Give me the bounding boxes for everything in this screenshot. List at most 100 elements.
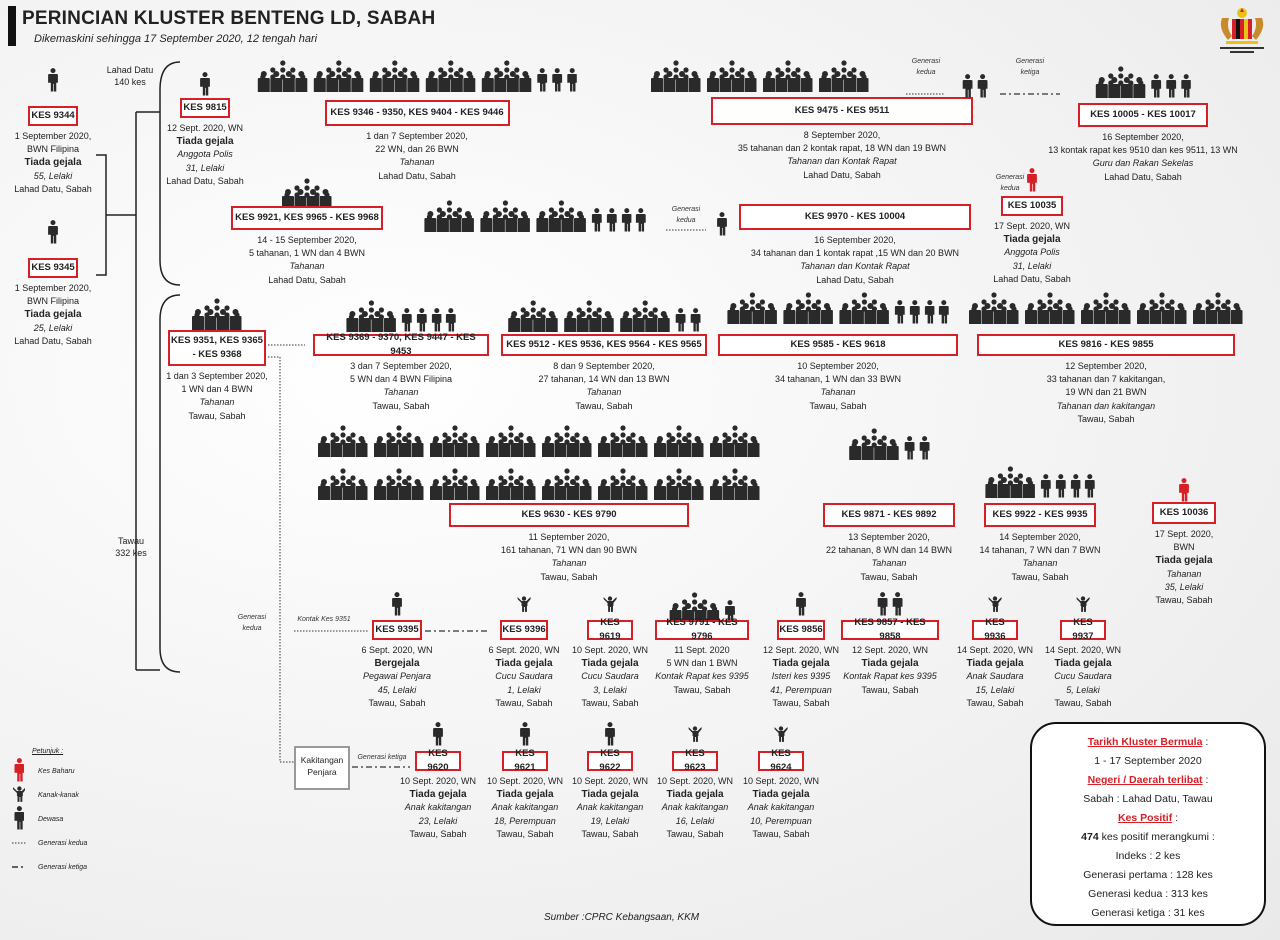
person-icon — [717, 212, 728, 241]
case-detail-line: 23, Lelaki — [418, 815, 458, 826]
summary-row: Generasi kedua : 313 kes — [1088, 888, 1208, 900]
case-detail-line: 11 Sept. 2020 — [674, 645, 730, 655]
case-label-box: KES 9475 - KES 9511 — [711, 97, 973, 125]
summary-heading-region: Negeri / Daerah terlibat — [1087, 774, 1203, 786]
case-detail-line: BWN Filipina — [26, 296, 80, 307]
case-label-box: KES 9624 — [758, 748, 804, 773]
legend-item: Generasi kedua — [10, 831, 87, 855]
case-details: 11 September 2020,161 tahanan, 71 WN dan… — [501, 531, 637, 584]
crowd-icon — [373, 468, 425, 505]
case-icons — [1027, 168, 1038, 197]
case-label-box: KES 9622 — [587, 748, 633, 773]
case-icons — [200, 72, 211, 101]
case-detail-line: Tawau, Sabah — [1155, 595, 1213, 606]
crowd-icon — [485, 468, 537, 505]
crowd-icon — [313, 60, 365, 97]
case-detail-line: Tahanan — [1022, 558, 1058, 569]
case-detail-line: Tawau, Sabah — [673, 684, 731, 695]
page-subtitle: Dikemaskini sehingga 17 September 2020, … — [34, 33, 318, 45]
person-icon — [1070, 474, 1081, 503]
case-label-box: KES 10036 — [1152, 502, 1216, 524]
legend-item: Kanak-kanak — [10, 783, 87, 807]
case-detail-line: Kontak Rapat kes 9395 — [655, 671, 749, 682]
region-count: 140 kes — [114, 77, 146, 87]
case-label-box: KES 9344 — [28, 106, 78, 126]
case-detail-line: Lahad Datu, Sabah — [1104, 171, 1182, 182]
case-detail-line: 25, Lelaki — [33, 322, 73, 333]
case-label-box: KES 9369 - 9370, KES 9447 - KES 9453 — [313, 332, 489, 357]
gen-text: kedua — [676, 217, 696, 224]
case-detail-line: 41, Perempuan — [770, 684, 832, 695]
case-detail-line: Tawau, Sabah — [372, 400, 430, 411]
case-detail-line: Tiada gejala — [24, 309, 82, 321]
case-detail-line: 16 September 2020, — [814, 235, 896, 245]
crowd-icon — [535, 200, 587, 237]
summary-row: Indeks : 2 kes — [1115, 850, 1181, 862]
case-detail-line: Tawau, Sabah — [188, 410, 246, 421]
case-detail-line: Tahanan — [586, 387, 622, 398]
case-detail-line: Tawau, Sabah — [861, 684, 919, 695]
case-icons — [687, 726, 703, 747]
crowd-icon — [429, 468, 481, 505]
case-detail-line: 16, Lelaki — [675, 815, 715, 826]
case-detail-line: Tawau, Sabah — [1011, 571, 1069, 582]
summary-total-text: kes positif merangkumi : — [1098, 831, 1215, 843]
case-detail-line: 1 dan 3 September 2020, — [166, 371, 268, 381]
crowd-icon — [1095, 66, 1147, 103]
case-detail-line: Lahad Datu, Sabah — [378, 170, 456, 181]
case-detail-line: Tawau, Sabah — [575, 400, 633, 411]
region-name: Tawau — [117, 536, 144, 546]
person-icon — [919, 436, 930, 465]
case-detail-line: Tahanan — [289, 261, 325, 272]
case-detail-line: 1, Lelaki — [507, 684, 541, 695]
person-icon — [591, 208, 602, 237]
crowd-icon — [726, 292, 778, 329]
crowd-icon — [1080, 292, 1132, 329]
case-icons — [773, 726, 789, 747]
new-case-icon — [1027, 168, 1038, 197]
case-detail-line: Tiada gejala — [495, 658, 553, 670]
case-detail-line: 10 Sept. 2020, WN — [571, 776, 649, 786]
case-detail-line: Kontak Rapat kes 9395 — [843, 671, 937, 682]
case-detail-line: Tiada gejala — [1003, 234, 1061, 246]
crowd-icon — [1024, 292, 1076, 329]
person-icon — [446, 308, 457, 337]
summary-panel: Tarikh Kluster Bermula : 1 - 17 Septembe… — [1030, 722, 1266, 926]
case-label-box: KES 9619 — [587, 617, 633, 642]
case-detail-line: 19 WN dan 21 BWN — [1065, 387, 1147, 398]
summary-total: 474 — [1081, 831, 1099, 843]
case-icons — [257, 60, 577, 97]
case-detail-line: 34 tahanan, 1 WN dan 33 BWN — [774, 374, 902, 385]
case-detail-line: Anggota Polis — [177, 149, 233, 160]
case-icons — [507, 300, 701, 337]
case-detail-line: 31, Lelaki — [185, 162, 225, 173]
case-icons — [191, 298, 243, 335]
case-icons — [392, 592, 403, 621]
legend-label: Kes Baharu — [38, 767, 75, 775]
case-icons — [987, 596, 1003, 617]
case-label-box: KES 9345 — [28, 258, 78, 278]
case-label-box: KES 10005 - KES 10017 — [1078, 103, 1208, 127]
case-detail-line: Bergejala — [374, 658, 420, 670]
case-detail-line: Tiada gejala — [24, 157, 82, 169]
title-bar-accent — [8, 6, 16, 46]
person-icon — [520, 722, 531, 751]
case-label-box: KES 9351, KES 9365 - KES 9368 — [168, 330, 266, 366]
case-label-box: KES 9346 - 9350, KES 9404 - KES 9446 — [324, 100, 510, 126]
person-icon — [401, 308, 412, 337]
child-icon — [773, 726, 789, 747]
gen-text: kedua — [916, 69, 936, 76]
person-icon — [690, 308, 701, 337]
case-detail-line: 35 tahanan dan 2 kontak rapat, 18 WN dan… — [737, 143, 947, 154]
case-detail-line: Tiada gejala — [1054, 658, 1112, 670]
